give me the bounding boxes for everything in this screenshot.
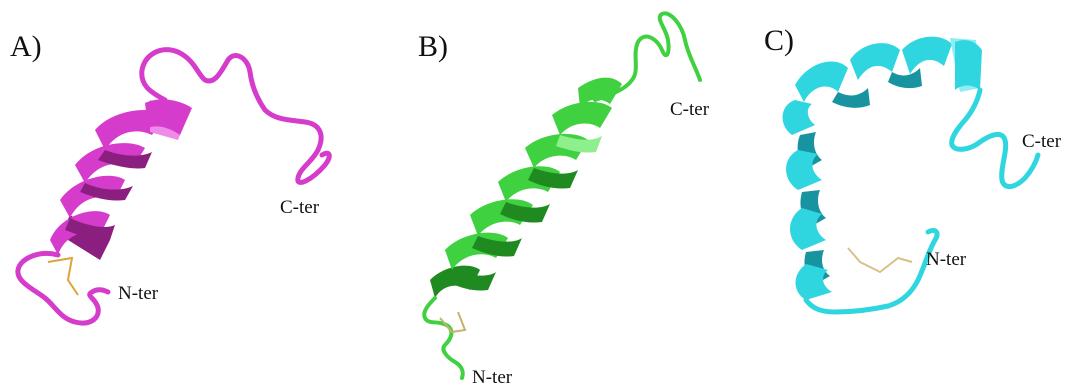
n-terminus-label-c: N-ter: [926, 250, 966, 269]
n-terminus-label-b: N-ter: [472, 368, 512, 387]
panel-label-c: C): [764, 26, 794, 56]
c-terminus-label-a: C-ter: [280, 198, 319, 217]
n-terminal-loop-b: [424, 298, 463, 378]
panel-a: A) N-ter C-ter: [0, 0, 360, 387]
panel-b: B) N-ter C-ter: [400, 0, 740, 387]
n-terminus-label-a: N-ter: [118, 284, 158, 303]
c-terminus-label-c: C-ter: [1022, 132, 1061, 151]
helix-c-top: [795, 37, 982, 108]
helix-b: [430, 78, 622, 298]
helix-c-left: [783, 100, 832, 300]
helix-a: [50, 99, 192, 260]
disulfide-bond-c: [848, 248, 912, 272]
n-terminal-loop-a: [18, 253, 108, 323]
c-terminus-label-b: C-ter: [670, 100, 709, 119]
disulfide-bond-a: [48, 258, 78, 295]
panel-c: C) N-ter C-ter: [740, 0, 1065, 387]
protein-structure-a: [0, 0, 360, 387]
panel-label-b: B): [418, 32, 448, 62]
protein-structure-b: [400, 0, 740, 387]
panel-label-a: A): [10, 32, 42, 62]
protein-structure-c: [740, 0, 1065, 387]
